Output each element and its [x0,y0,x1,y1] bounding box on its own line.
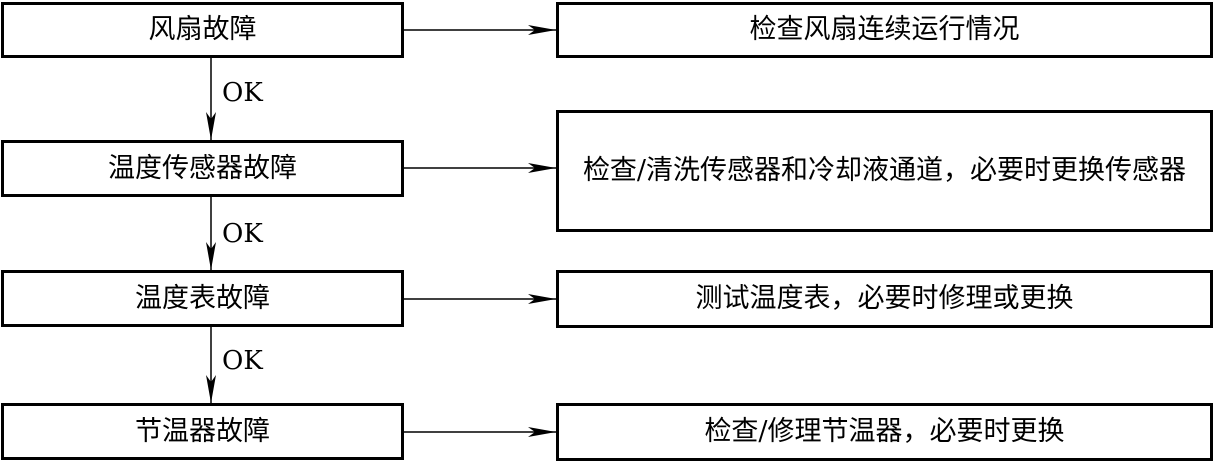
fault-box-thermostat: 节温器故障 [1,403,404,460]
action-box-temperature-sensor: 检查/清洗传感器和冷却液通道，必要时更换传感器 [556,110,1213,232]
fault-box-fan: 风扇故障 [1,2,404,58]
action-box-thermostat: 检查/修理节温器，必要时更换 [556,403,1213,461]
action-box-temperature-gauge: 测试温度表，必要时修理或更换 [556,270,1213,328]
ok-label-3: OK [222,346,263,376]
fault-box-temperature-gauge: 温度表故障 [1,270,404,327]
action-box-fan: 检查风扇连续运行情况 [556,2,1213,58]
ok-label-2: OK [222,219,263,249]
fault-box-temperature-sensor: 温度传感器故障 [1,140,404,197]
ok-label-1: OK [222,78,263,108]
